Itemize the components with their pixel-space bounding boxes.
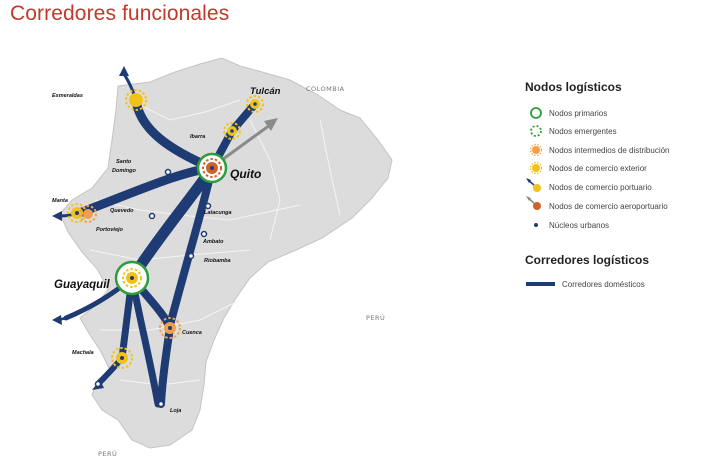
legend: Nodos logísticos Nodos primarios Nodos e… [525,80,670,289]
legend-item-port: Nodos de comercio portuario [549,183,652,192]
label-guayaquil: Guayaquil [54,279,110,291]
urban-core-icon [534,223,538,227]
label-esmeraldas: Esmeraldas [52,93,83,99]
urban-loja[interactable] [157,400,165,408]
primary-node-icon [530,107,542,119]
label-latacunga: Latacunga [204,210,232,216]
airport-arrow [214,118,278,167]
legend-item-corridor: Corredores domésticos [562,280,645,289]
distribution-node-icon [529,143,543,157]
urban-latacunga[interactable] [204,202,212,210]
node-tulcan[interactable] [246,95,264,113]
label-portoviejo: Portoviejo [96,227,124,233]
urban-riobamba[interactable] [187,252,195,260]
label-ibarra: Ibarra [190,134,205,140]
label-machala: Machala [72,350,94,356]
airport-node-icon [526,196,541,210]
node-machala[interactable] [111,347,133,369]
emerging-node-icon [530,125,542,137]
urban-ambato[interactable] [200,230,208,238]
country-colombia: COLOMBIA [306,85,345,93]
legend-corridors-title: Corredores logísticos [525,253,649,267]
legend-nodes-title: Nodos logísticos [525,80,622,94]
urban-quevedo[interactable] [148,212,156,220]
node-quito[interactable] [196,152,228,184]
country-peru-east: PERÚ [366,313,385,322]
urban-huaquillas[interactable] [94,380,102,388]
label-santo: Santo [116,159,132,165]
label-ambato: Ambato [202,239,224,245]
label-loja: Loja [170,408,181,414]
ecuador-land [59,57,393,449]
urban-santo-domingo[interactable] [164,168,172,176]
legend-item-primary: Nodos primarios [549,109,607,118]
node-esmeraldas[interactable] [125,89,147,111]
country-peru-south: PERÚ [98,449,117,458]
label-cuenca: Cuenca [182,330,202,336]
node-cuenca[interactable] [159,317,181,339]
legend-item-urban: Núcleos urbanos [549,221,609,230]
label-domingo: Domingo [112,168,136,174]
legend-item-distribution: Nodos intermedios de distribución [549,146,670,155]
legend-item-emerging: Nodos emergentes [549,127,617,136]
legend-item-airport: Nodos de comercio aeroportuario [549,202,668,211]
foreign-trade-node-icon [529,161,543,175]
node-ibarra[interactable] [223,122,241,140]
port-node-icon [526,178,541,192]
node-guayaquil[interactable] [114,260,150,296]
page-title: Corredores funcionales [10,2,230,25]
label-riobamba: Riobamba [204,258,231,264]
legend-item-foreign-trade: Nodos de comercio exterior [549,164,647,173]
label-quito: Quito [230,167,261,181]
urban-cores [94,168,212,408]
node-portoviejo[interactable] [79,205,97,223]
corridor-arrowheads [52,66,129,390]
label-tulcan: Tulcán [250,86,281,97]
label-quevedo: Quevedo [110,208,134,214]
label-manta: Manta [52,198,68,204]
